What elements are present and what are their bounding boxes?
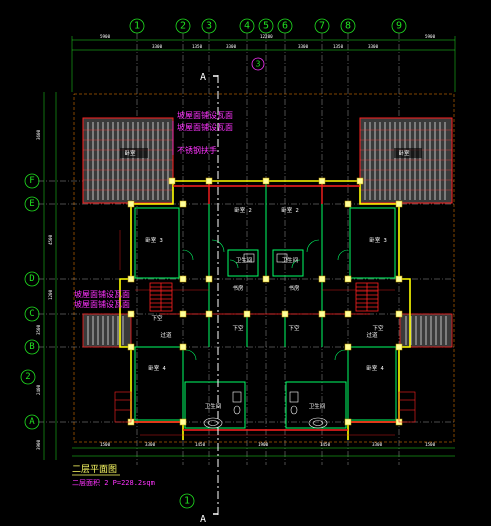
- dimension-text-bottom: 1500 3300 1450 1900 1450 3300 1500: [100, 442, 436, 447]
- dim-left-4: 3500: [36, 324, 41, 335]
- interior-dim-lines: [119, 230, 395, 436]
- dim-top-detail-2: 1350: [192, 44, 203, 49]
- interior-partitions: [134, 181, 397, 429]
- section-label-top: A: [200, 72, 206, 83]
- roof-tiles-left: 卧室: [82, 117, 174, 204]
- room-bath-lower-left: 卫生间: [205, 402, 222, 410]
- room-bath-lower-right: 卫生间: [309, 402, 326, 410]
- dim-bottom-6: 3300: [372, 442, 383, 447]
- room-study-left: 书房: [232, 284, 244, 292]
- roof-outline: [73, 93, 455, 443]
- axis-8-label: 8: [345, 21, 351, 32]
- dim-top-detail-6: 3300: [368, 44, 379, 49]
- room-void-4: 下空: [372, 324, 384, 332]
- dim-top-detail-3: 3300: [226, 44, 237, 49]
- balcony-railings: [114, 391, 416, 423]
- note-roof-left-2: 坡屋面铺设瓦面: [74, 299, 130, 309]
- exterior-walls: [119, 180, 411, 440]
- axis-1-bottom-label: 1: [184, 496, 190, 507]
- room-bath-upper-left: 卫生间: [236, 256, 253, 264]
- room-study-right: 书房: [288, 284, 300, 292]
- axis-4-label: 4: [244, 21, 250, 32]
- room-corridor-right: 过道: [366, 331, 378, 339]
- axis-7-label: 7: [319, 21, 325, 32]
- axis-B-label: B: [29, 342, 34, 352]
- stairs-right: [355, 282, 379, 312]
- dim-left-6: 3900: [36, 439, 41, 450]
- dim-left-1: 3600: [36, 129, 41, 140]
- dim-bottom-3: 1450: [195, 442, 206, 447]
- room-bedroom-3-left: 卧室 3: [145, 236, 163, 244]
- axis-A-label: A: [29, 417, 35, 427]
- axis-3-label: 3: [206, 21, 212, 32]
- dimension-lines: [43, 36, 456, 460]
- plan-title-block: 二层平面图 二层面积 2 P=228.2sqm: [72, 464, 155, 487]
- axis-9-label: 9: [396, 21, 402, 32]
- dim-bottom-2: 3300: [145, 442, 156, 447]
- structural-columns: [127, 177, 403, 426]
- dim-left-5: 2400: [36, 384, 41, 395]
- axis-2-side-label: 2: [25, 372, 30, 382]
- room-void-1: 下空: [151, 314, 163, 322]
- note-handrail: 不锈钢扶手: [177, 145, 217, 155]
- room-corridor-left: 过道: [160, 331, 172, 339]
- note-roof-left-1: 坡屋面铺设瓦面: [74, 289, 130, 299]
- room-bedroom-2-left: 卧室 2: [234, 206, 252, 214]
- dim-top-detail-4: 3300: [298, 44, 309, 49]
- room-void-3: 下空: [288, 324, 300, 332]
- note-roof-top-2: 坡屋面铺设瓦面: [177, 122, 233, 132]
- axis-labels-left: F E D C B A 2: [25, 176, 35, 427]
- room-bath-upper-right: 卫生间: [282, 256, 299, 264]
- dim-bottom-7: 1500: [425, 442, 436, 447]
- dimension-text-left: 3600 4500 1200 3500 2400 3900: [36, 129, 53, 450]
- room-bedroom-4-left: 卧室 4: [148, 364, 166, 372]
- plan-area: 二层面积 2 P=228.2sqm: [72, 478, 155, 487]
- note-roof-top-1: 坡屋面铺设瓦面: [177, 110, 233, 120]
- dim-bottom-1: 1500: [100, 442, 111, 447]
- section-label-bottom: A: [200, 514, 206, 525]
- axis-1-label: 1: [134, 21, 140, 32]
- axis-5-label: 5: [263, 21, 269, 32]
- axis-bubble-3-top: 3: [251, 57, 265, 71]
- dim-top-2: 12200: [260, 34, 273, 39]
- room-label-roof-left: 卧室: [124, 149, 136, 157]
- dim-bottom-4: 1900: [258, 442, 269, 447]
- axis-bubbles-top: [129, 18, 407, 465]
- annotation-notes: 坡屋面铺设瓦面 坡屋面铺设瓦面 不锈钢扶手 坡屋面铺设瓦面 坡屋面铺设瓦面: [74, 110, 233, 309]
- dim-left-3: 1200: [48, 289, 53, 300]
- axis-labels-top: 1 2 3 4 5 6 7 8 9: [134, 21, 402, 32]
- axis-D-label: D: [29, 274, 34, 284]
- door-swings: [182, 239, 349, 361]
- plan-title: 二层平面图: [72, 464, 117, 475]
- dimension-text-top: 5900 12200 5900 3300 1350 3300 3300 1350…: [100, 34, 436, 49]
- axis-F-label: F: [29, 176, 34, 186]
- room-label-roof-right: 卧室: [398, 149, 410, 157]
- axis-bubble-1-bottom: 1: [179, 493, 195, 509]
- bathroom-fixtures: [203, 253, 328, 429]
- dim-bottom-5: 1450: [320, 442, 331, 447]
- dim-top-3: 5900: [425, 34, 436, 39]
- dim-top-detail-1: 3300: [152, 44, 163, 49]
- axis-2-label: 2: [180, 21, 186, 32]
- axis-E-label: E: [29, 199, 34, 209]
- axis-C-label: C: [29, 309, 34, 319]
- dim-top-1: 5900: [100, 34, 111, 39]
- roof-strips-side: [82, 313, 453, 348]
- stairs-left: [149, 282, 173, 312]
- red-walls: [130, 181, 400, 431]
- room-bedroom-4-right: 卧室 4: [366, 364, 384, 372]
- axis-6-label: 6: [282, 21, 288, 32]
- room-bedroom-3-right: 卧室 3: [369, 236, 387, 244]
- room-void-2: 下空: [232, 324, 244, 332]
- section-cut-line: A A: [200, 72, 219, 525]
- axis-3-top-label: 3: [256, 60, 261, 69]
- dim-left-2: 4500: [48, 234, 53, 245]
- room-labels: 卧室 2 卧室 2 卧室 3 卧室 3 卫生间 卫生间 书房 书房 过道 过道 …: [145, 206, 387, 410]
- dim-top-detail-5: 1350: [333, 44, 344, 49]
- roof-tiles-right: 卧室: [359, 117, 453, 204]
- room-bedroom-2-right: 卧室 2: [281, 206, 299, 214]
